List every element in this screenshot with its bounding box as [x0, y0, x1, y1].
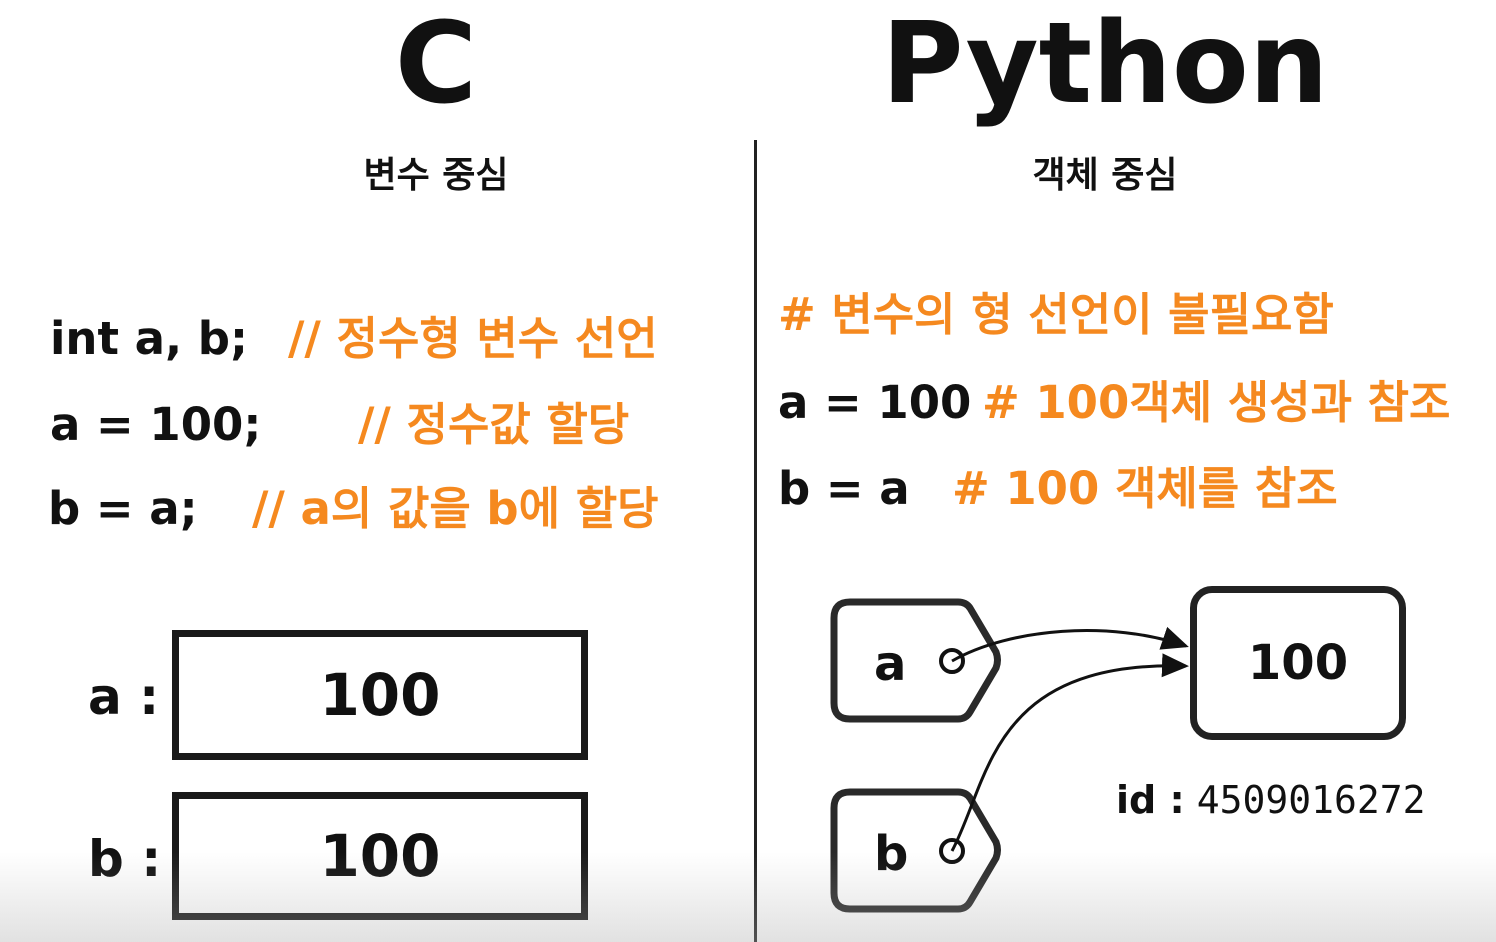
tag-a-shape: [830, 598, 1001, 723]
c-var-a-box: 100: [172, 630, 588, 760]
c-comment-line-1: // 정수형 변수 선언: [288, 312, 658, 365]
object-id: id : 4509016272: [1116, 778, 1426, 822]
c-comment-line-2: // 정수값 할당: [358, 398, 630, 451]
column-divider: [754, 140, 757, 942]
c-var-b-box: 100: [172, 792, 588, 920]
python-object-box: 100: [1190, 586, 1406, 740]
python-comment-top: # 변수의 형 선언이 불필요함: [778, 288, 1334, 341]
c-subtitle: 변수 중심: [363, 155, 509, 196]
arrow-a-to-object: [951, 626, 1189, 663]
python-comment-line-2: # 100 객체를 참조: [952, 462, 1338, 515]
python-object-value: 100: [1247, 635, 1349, 691]
c-code-line-3: b = a;: [48, 482, 198, 535]
c-code-line-2: a = 100;: [50, 398, 262, 451]
c-var-b-label: b :: [88, 830, 162, 888]
python-code-line-2: b = a: [778, 462, 910, 515]
python-title: Python: [881, 0, 1329, 129]
tag-b-shape: [830, 788, 1001, 913]
object-id-value: 4509016272: [1196, 778, 1426, 822]
c-code-line-1: int a, b;: [50, 312, 248, 365]
c-var-a-label: a :: [88, 668, 160, 726]
arrow-b-to-object: [950, 653, 1189, 852]
c-var-a-value: 100: [319, 661, 441, 729]
tag-a-label: a: [874, 636, 907, 692]
c-comment-line-3: // a의 값을 b에 할당: [252, 482, 659, 535]
python-comment-line-1: # 100객체 생성과 참조: [982, 376, 1451, 429]
c-title: C: [394, 0, 478, 129]
object-id-label: id :: [1116, 778, 1185, 822]
python-code-line-1: a = 100: [778, 376, 972, 429]
python-subtitle: 객체 중심: [1032, 155, 1178, 196]
tag-a-hole-icon: [939, 648, 965, 674]
c-var-b-value: 100: [319, 822, 441, 890]
tag-b-label: b: [874, 826, 909, 882]
tag-b-hole-icon: [939, 838, 965, 864]
